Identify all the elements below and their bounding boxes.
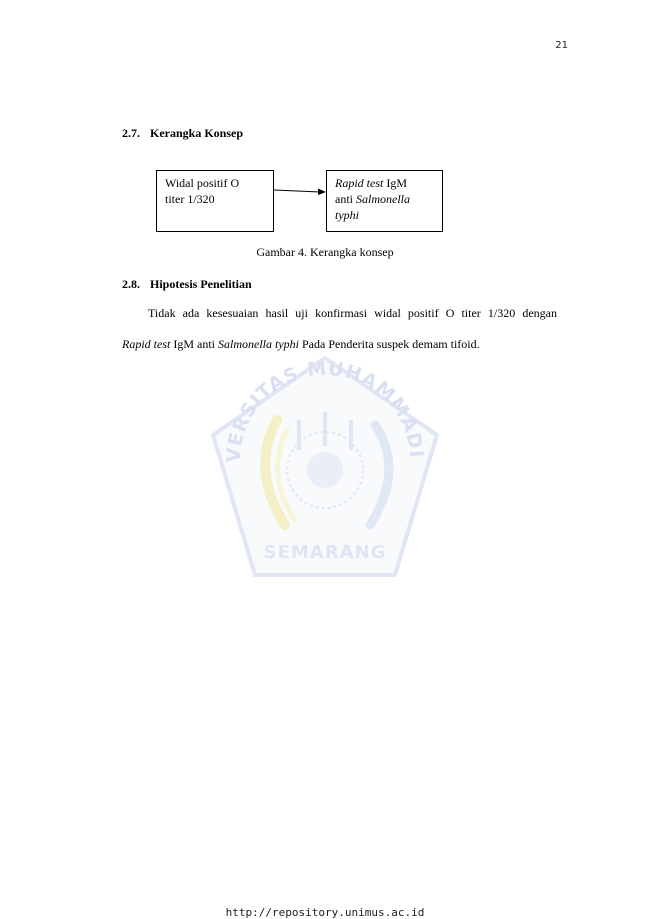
section-heading-hipotesis: 2.8. Hipotesis Penelitian <box>122 277 252 292</box>
paragraph-text: Tidak ada kesesuaian hasil uji konfirmas… <box>148 306 557 320</box>
box-text: anti <box>335 192 356 206</box>
box-line: typhi <box>335 207 434 223</box>
italic-term: Rapid test <box>335 176 384 190</box>
box-line: Widal positif O <box>165 176 240 190</box>
box-text: IgM <box>383 176 407 190</box>
box-line: Rapid test IgM <box>335 175 434 191</box>
watermark-bottom-text: SEMARANG <box>264 542 387 563</box>
section-title: Kerangka Konsep <box>150 126 244 140</box>
section-heading-kerangka-konsep: 2.7. Kerangka Konsep <box>122 126 243 141</box>
box-line: titer 1/320 <box>165 192 215 206</box>
italic-term: Rapid test <box>122 337 171 351</box>
italic-term: Salmonella typhi <box>218 337 299 351</box>
diagram-box-widal: Widal positif O titer 1/320 <box>156 170 274 232</box>
repository-url: http://repository.unimus.ac.id <box>225 906 425 919</box>
paragraph-text: IgM anti <box>170 337 218 351</box>
arrow-right-icon <box>274 188 326 195</box>
paragraph-text: Pada Penderita suspek demam tifoid. <box>299 337 480 351</box>
figure-caption: Gambar 4. Kerangka konsep <box>256 245 394 259</box>
box-line: anti Salmonella <box>335 191 434 207</box>
hypothesis-paragraph-line1: Tidak ada kesesuaian hasil uji konfirmas… <box>122 306 557 320</box>
diagram-box-rapid-test: Rapid test IgM anti Salmonella typhi <box>326 170 443 232</box>
section-number: 2.8. <box>122 277 140 291</box>
section-number: 2.7. <box>122 126 140 140</box>
italic-term: Salmonella <box>356 192 410 206</box>
university-logo-watermark: UNIVERSITAS MUHAMMADIYAH SEMARANG <box>197 333 445 590</box>
page-number: 21 <box>555 40 568 51</box>
hypothesis-paragraph-line2: Rapid test IgM anti Salmonella typhi Pad… <box>122 337 557 351</box>
section-title: Hipotesis Penelitian <box>150 277 252 291</box>
italic-term: typhi <box>335 208 359 222</box>
